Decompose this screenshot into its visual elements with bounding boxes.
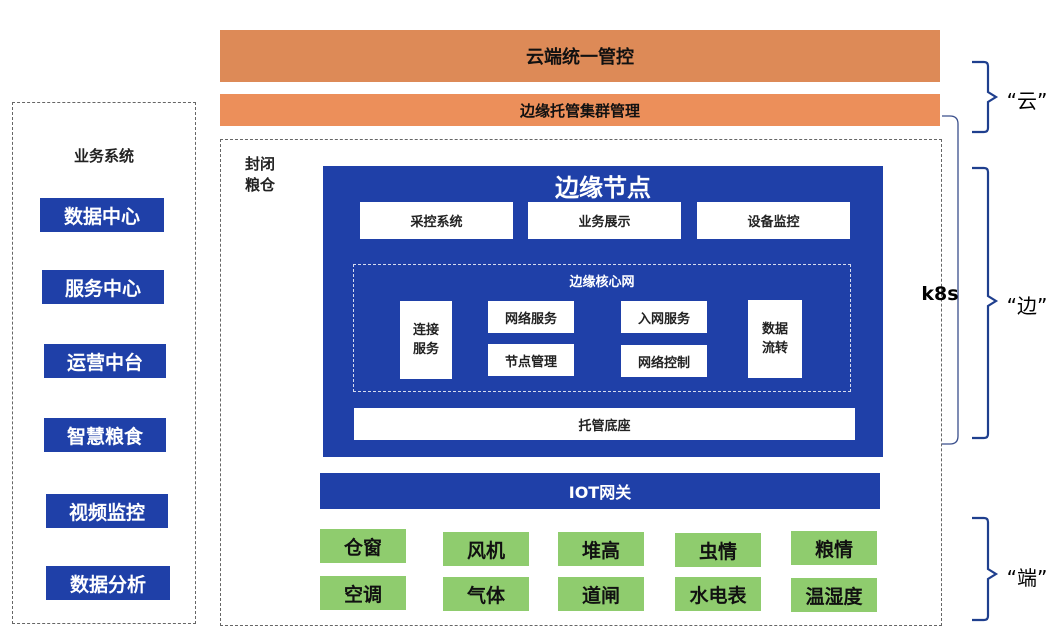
- layer-cloud-label: “云”: [1006, 88, 1048, 113]
- module-acquisition-control: 采控系统: [360, 202, 513, 239]
- device-window: 仓窗: [320, 529, 406, 563]
- module-device-monitor: 设备监控: [697, 202, 850, 239]
- layer-end-label: “端”: [1006, 565, 1048, 590]
- business-system-panel: [12, 102, 196, 624]
- network-control-box: 网络控制: [621, 345, 707, 377]
- biz-item-service-center: 服务中心: [42, 270, 164, 304]
- device-stack-height: 堆高: [558, 532, 644, 566]
- module-business-display: 业务展示: [528, 202, 681, 239]
- biz-item-operation-platform: 运营中台: [44, 344, 166, 378]
- k8s-bracket: [942, 115, 959, 445]
- device-grain-condition: 粮情: [791, 531, 877, 565]
- connect-service-box: 连接服务: [400, 301, 452, 379]
- layer-edge-label: “边”: [1006, 293, 1048, 318]
- edge-core-network-frame: [353, 264, 851, 392]
- node-management-box: 节点管理: [488, 344, 574, 376]
- edge-core-network-title: 边缘核心网: [569, 274, 635, 290]
- device-air-conditioner: 空调: [320, 576, 406, 610]
- end-bracket: [972, 516, 999, 622]
- device-pest: 虫情: [675, 533, 761, 567]
- device-temperature-humidity: 温湿度: [791, 578, 877, 612]
- biz-item-data-center: 数据中心: [40, 198, 164, 232]
- device-gas: 气体: [443, 577, 529, 611]
- sealed-granary-label: 封闭粮仓: [244, 155, 275, 194]
- device-meter: 水电表: [675, 577, 761, 611]
- network-access-service-box: 入网服务: [621, 301, 707, 333]
- biz-item-data-analysis: 数据分析: [46, 566, 170, 600]
- device-fan: 风机: [443, 532, 529, 566]
- network-service-box: 网络服务: [488, 301, 574, 333]
- iot-gateway-bar: IOT网关: [320, 473, 880, 509]
- cloud-bracket: [972, 60, 999, 134]
- sealed-granary-frame: [220, 139, 942, 626]
- edge-cluster-management-bar: 边缘托管集群管理: [220, 94, 940, 126]
- cloud-unified-control-bar: 云端统一管控: [220, 30, 940, 82]
- hosting-base-bar: 托管底座: [354, 408, 855, 440]
- device-gate: 道闸: [558, 577, 644, 611]
- business-system-title: 业务系统: [73, 146, 134, 165]
- k8s-label: k8s: [921, 283, 959, 305]
- biz-item-smart-grain: 智慧粮食: [44, 418, 166, 452]
- biz-item-video-monitor: 视频监控: [46, 494, 168, 528]
- edge-node-title: 边缘节点: [555, 173, 651, 202]
- data-flow-box: 数据流转: [748, 300, 802, 378]
- edge-bracket: [972, 166, 999, 440]
